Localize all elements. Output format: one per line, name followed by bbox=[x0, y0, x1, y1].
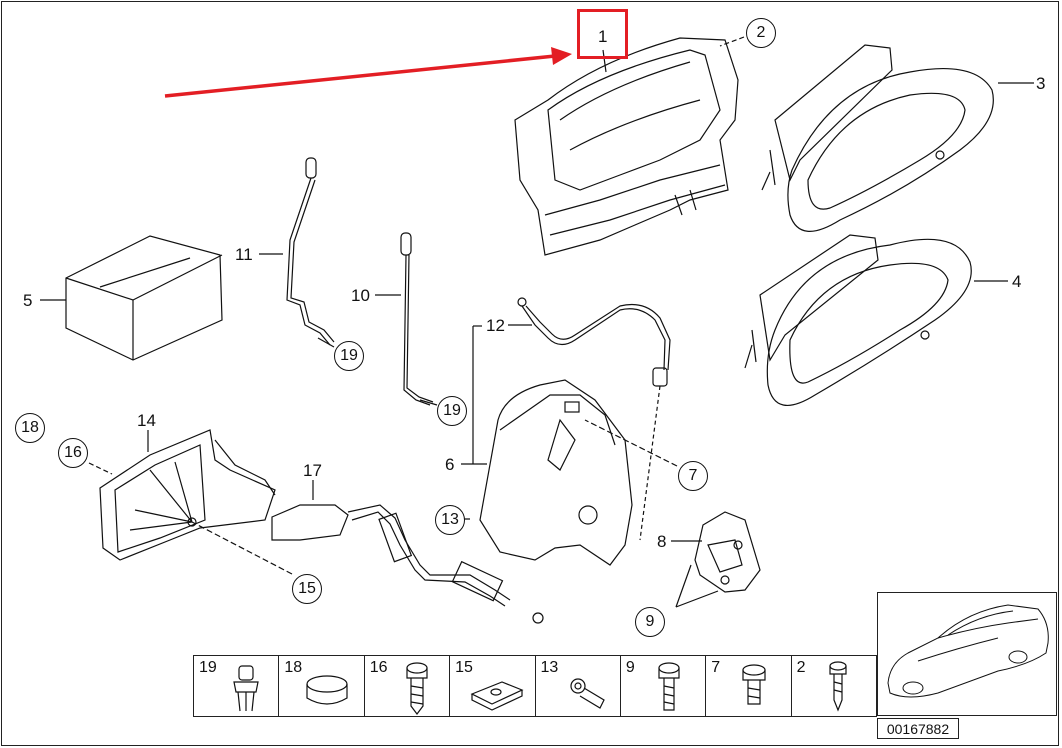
legend-label: 19 bbox=[199, 659, 217, 676]
part-callout-2: 2 bbox=[746, 18, 776, 48]
part-callout-9: 9 bbox=[635, 607, 665, 637]
diagram-code: 00167882 bbox=[877, 718, 959, 739]
bolt-icon bbox=[658, 662, 680, 711]
part-label-4: 4 bbox=[1012, 272, 1022, 291]
part-label-1: 1 bbox=[598, 27, 608, 46]
legend-cell-2: 2 bbox=[792, 656, 876, 716]
part-callout-7: 7 bbox=[678, 461, 708, 491]
legend-label: 16 bbox=[369, 659, 388, 676]
highlight-box bbox=[577, 9, 628, 59]
legend-cell-19: 19 bbox=[194, 656, 280, 716]
part-label-8: 8 bbox=[657, 532, 667, 551]
legend-label: 2 bbox=[796, 659, 806, 676]
fastener-legend: 19 18 16 15 13 9 7 2 bbox=[193, 655, 877, 717]
part-label-12: 12 bbox=[486, 316, 505, 335]
part-callout-18: 18 bbox=[15, 413, 45, 443]
screw-icon bbox=[829, 661, 847, 712]
legend-cell-7: 7 bbox=[706, 656, 792, 716]
bolt-icon bbox=[742, 664, 766, 705]
part-label-17: 17 bbox=[303, 461, 322, 480]
part-callout-19-a: 19 bbox=[334, 341, 364, 371]
part-label-11: 11 bbox=[235, 245, 253, 264]
part-label-5: 5 bbox=[23, 291, 33, 310]
plug-icon bbox=[306, 675, 348, 705]
legend-label: 15 bbox=[455, 659, 473, 676]
clip-icon bbox=[233, 665, 259, 712]
legend-cell-18: 18 bbox=[279, 656, 365, 716]
part-callout-15: 15 bbox=[292, 574, 322, 604]
legend-label: 18 bbox=[284, 659, 303, 676]
part-callout-16: 16 bbox=[58, 438, 88, 468]
part-label-14: 14 bbox=[137, 411, 156, 430]
legend-label: 7 bbox=[711, 659, 721, 676]
speed-nut-icon bbox=[470, 681, 524, 711]
legend-label: 9 bbox=[625, 659, 635, 676]
legend-cell-9: 9 bbox=[621, 656, 707, 716]
legend-cell-16: 16 bbox=[365, 656, 451, 716]
legend-cell-15: 15 bbox=[450, 656, 536, 716]
part-label-6: 6 bbox=[445, 455, 455, 474]
screw-icon bbox=[406, 662, 428, 715]
legend-cell-13: 13 bbox=[536, 656, 621, 716]
car-icon bbox=[887, 604, 1049, 698]
part-label-3: 3 bbox=[1036, 74, 1046, 93]
part-callout-13: 13 bbox=[435, 505, 465, 535]
cable-clip-icon bbox=[569, 678, 605, 709]
vehicle-thumbnail bbox=[877, 592, 1057, 716]
part-callout-19-b: 19 bbox=[437, 396, 467, 426]
legend-label: 13 bbox=[540, 659, 559, 676]
part-label-10: 10 bbox=[351, 286, 370, 305]
